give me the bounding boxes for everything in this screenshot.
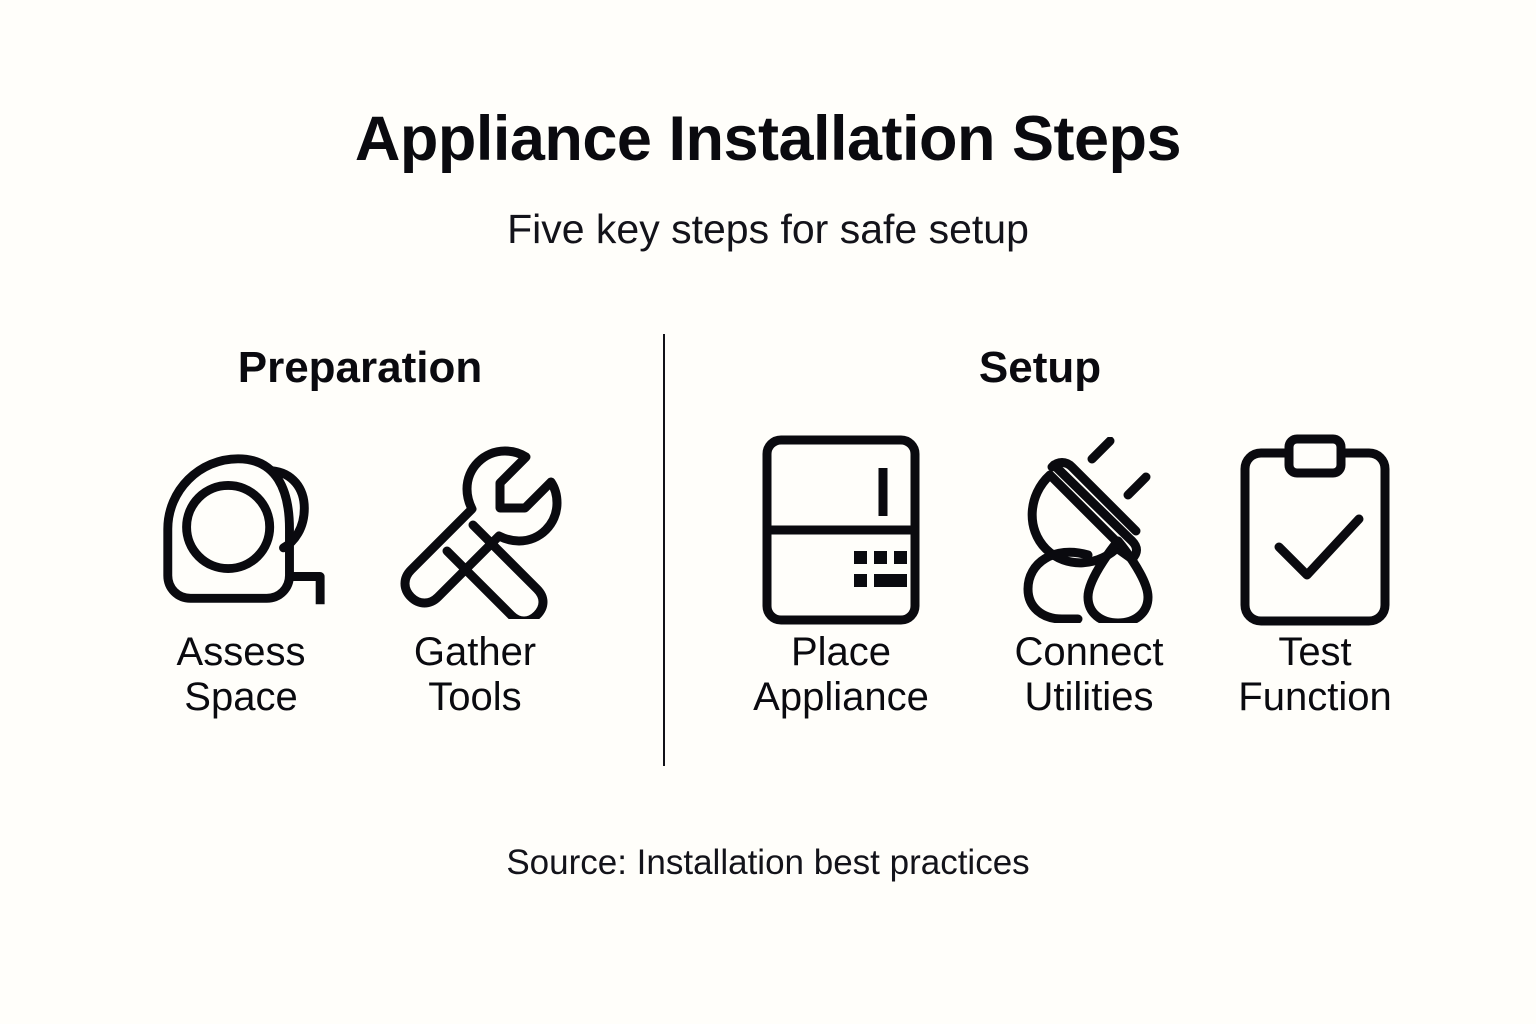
refrigerator-icon [748, 430, 934, 630]
group-heading-setup: Setup [978, 343, 1102, 392]
step-item-assess-space: Assess Space [148, 430, 334, 720]
step-label: Gather Tools [413, 630, 537, 719]
source-note: Source: Installation best practices [506, 843, 1030, 882]
step-label: Assess Space [176, 630, 306, 719]
page-subtitle: Five key steps for safe setup [507, 206, 1029, 252]
step-item-gather-tools: Gather Tools [382, 430, 568, 720]
page-title: Appliance Installation Steps [354, 104, 1182, 174]
clipboard-check-icon [1222, 430, 1408, 630]
step-item-place-appliance: Place Appliance [748, 430, 934, 720]
step-label: Place Appliance [753, 630, 929, 719]
step-label: Test Function [1238, 630, 1392, 719]
group-divider [663, 334, 665, 766]
step-item-test-function: Test Function [1222, 430, 1408, 720]
wrench-tools-icon [382, 430, 568, 630]
group-heading-preparation: Preparation [237, 343, 483, 392]
tape-measure-icon [148, 430, 334, 630]
step-label: Connect Utilities [1014, 630, 1164, 719]
step-item-connect-utilities: Connect Utilities [996, 430, 1182, 720]
plug-waterdrop-icon [996, 430, 1182, 630]
